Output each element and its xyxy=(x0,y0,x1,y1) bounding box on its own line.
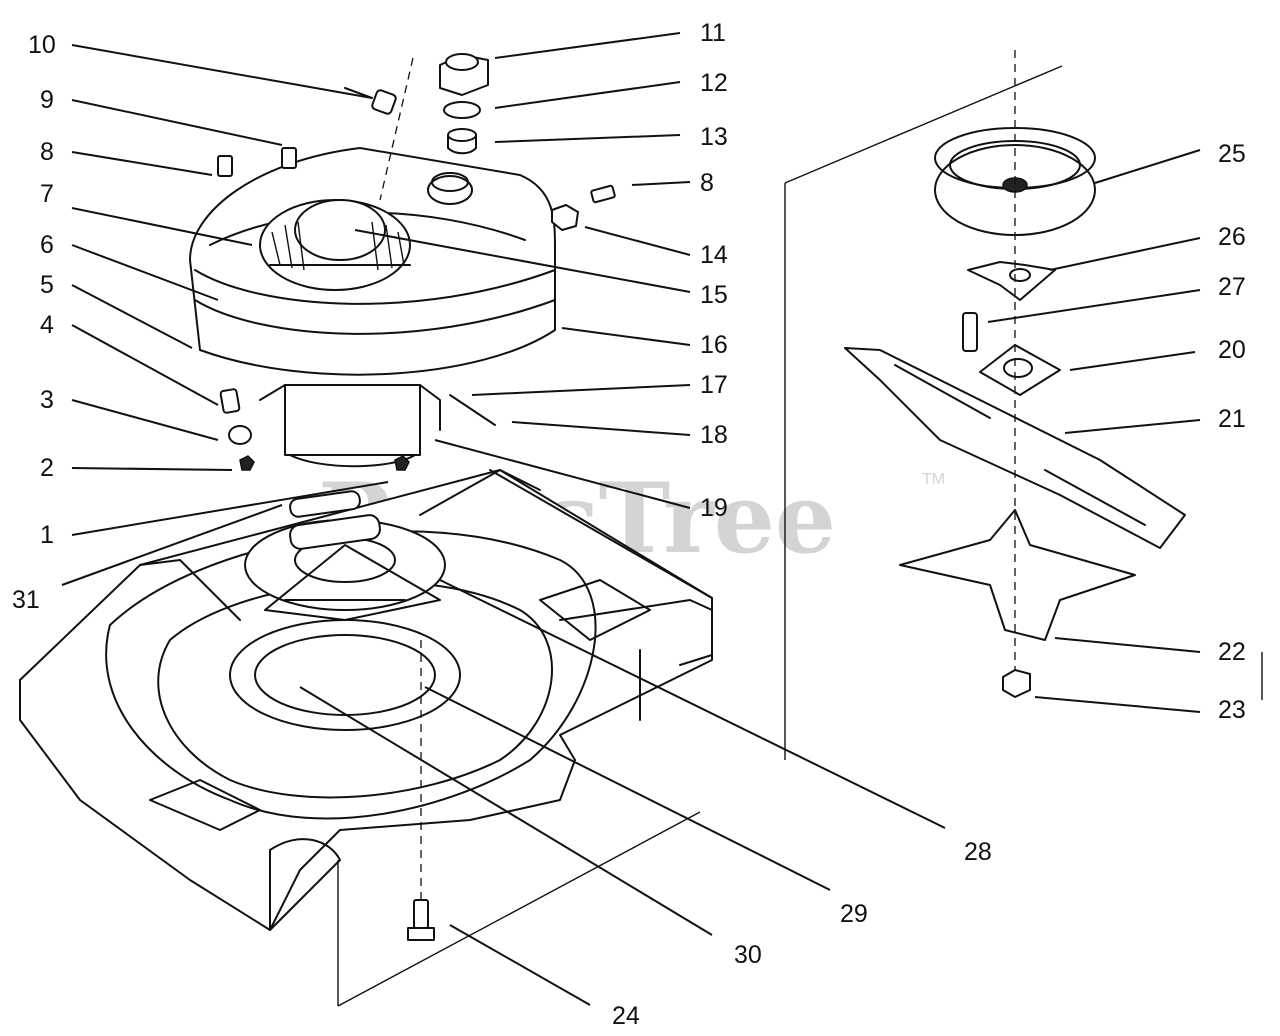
oil-cap xyxy=(439,53,489,155)
callout-19: 19 xyxy=(700,494,728,522)
callout-22: 22 xyxy=(1218,638,1246,666)
callout-25: 25 xyxy=(1218,140,1246,168)
callout-23: 23 xyxy=(1218,696,1246,724)
callout-26: 26 xyxy=(1218,223,1246,251)
callout-24: 24 xyxy=(612,1002,640,1030)
gasket xyxy=(289,490,381,550)
callout-labels: 10 9 8 7 6 5 4 3 2 1 31 11 12 13 8 14 15… xyxy=(12,19,1246,1030)
callout-7: 7 xyxy=(40,180,54,208)
callout-21: 21 xyxy=(1218,405,1246,433)
callout-14: 14 xyxy=(700,241,728,269)
callout-2: 2 xyxy=(40,454,54,482)
callout-10: 10 xyxy=(28,31,56,59)
callout-5: 5 xyxy=(40,271,54,299)
callout-1: 1 xyxy=(40,521,54,549)
callout-29: 29 xyxy=(840,900,868,928)
engine-shroud xyxy=(189,147,556,468)
leaders xyxy=(61,32,1201,1006)
blade-adapter xyxy=(899,509,1136,641)
callout-8: 8 xyxy=(40,138,54,166)
mower-deck xyxy=(19,469,713,931)
callout-20: 20 xyxy=(1218,336,1246,364)
callout-13: 13 xyxy=(700,123,728,151)
blade-hardware xyxy=(962,261,1061,396)
bottom-bolt xyxy=(407,640,435,941)
nut xyxy=(1002,669,1031,698)
callout-17: 17 xyxy=(700,371,728,399)
callout-11: 11 xyxy=(700,19,726,47)
callout-31: 31 xyxy=(12,586,40,614)
callout-4: 4 xyxy=(40,311,54,339)
callout-6: 6 xyxy=(40,231,54,259)
callout-3: 3 xyxy=(40,386,54,414)
callout-15: 15 xyxy=(700,281,728,309)
exploded-frame xyxy=(337,65,1263,1007)
callout-27: 27 xyxy=(1218,273,1246,301)
callout-12: 12 xyxy=(700,69,728,97)
callout-18: 18 xyxy=(700,421,728,449)
callout-16: 16 xyxy=(700,331,728,359)
callout-8b: 8 xyxy=(700,169,714,197)
callout-28: 28 xyxy=(964,838,992,866)
watermark-tm: TM xyxy=(922,471,945,488)
bolts-left xyxy=(217,57,616,471)
callout-9: 9 xyxy=(40,86,54,114)
callout-30: 30 xyxy=(734,941,762,969)
